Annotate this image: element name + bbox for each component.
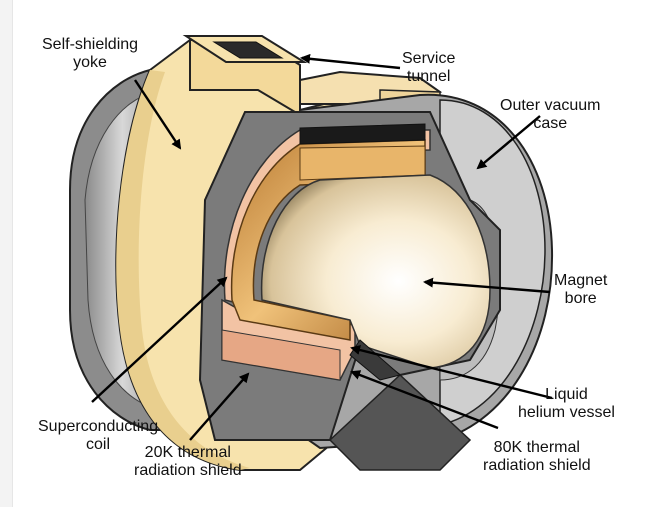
label-outer-vacuum-case: Outer vacuum case: [500, 97, 601, 132]
arrow-20k: [189, 372, 250, 441]
label-superconducting-coil: Superconducting coil: [38, 418, 159, 453]
label-20k-thermal-shield: 20K thermal radiation shield: [134, 444, 242, 479]
arrow-vacuum-case: [476, 115, 541, 170]
superconducting-coil-shape: [230, 123, 426, 341]
label-magnet-bore: Magnet bore: [554, 272, 608, 307]
label-service-tunnel: Service tunnel: [402, 50, 456, 85]
magnet-bore-shape: [260, 174, 491, 369]
label-80k-thermal-shield: 80K thermal radiation shield: [483, 439, 591, 474]
arrow-bore: [423, 277, 551, 294]
arrow-yoke: [133, 79, 182, 150]
arrow-tunnel: [300, 53, 401, 70]
left-frame-strip: [0, 0, 13, 507]
service-tunnel-shape: [182, 35, 308, 117]
arrow-80k: [350, 370, 499, 430]
label-liquid-helium-vessel: Liquid helium vessel: [518, 386, 615, 421]
arrow-coil: [91, 276, 228, 403]
callout-arrows: [91, 53, 553, 441]
label-self-shielding-yoke: Self-shielding yoke: [42, 36, 139, 71]
arrow-helium: [350, 345, 553, 400]
